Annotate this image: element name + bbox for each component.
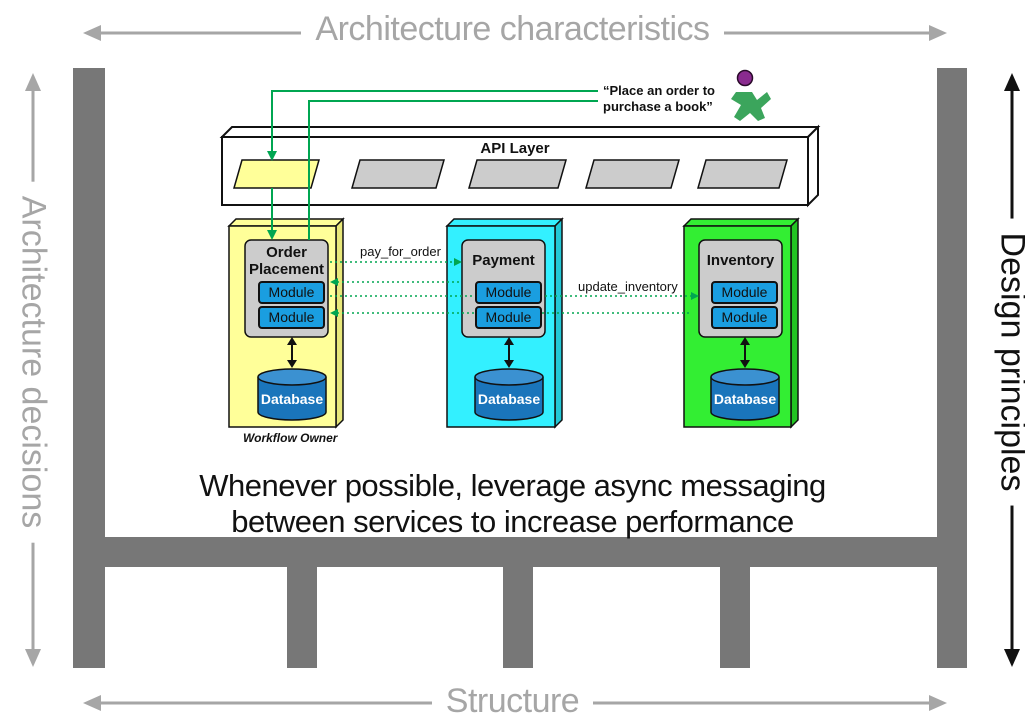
payment-title: Payment (462, 252, 545, 269)
database-label: Database (475, 391, 543, 407)
module-box: Module (258, 306, 325, 329)
customer-quote: “Place an order to purchase a book” (603, 83, 715, 115)
pay-for-order-label: pay_for_order (360, 244, 441, 259)
order-placement-title: Order Placement (245, 244, 328, 278)
floor-beam (73, 537, 967, 567)
module-box: Module (475, 306, 542, 329)
database-label: Database (258, 391, 326, 407)
module-box: Module (711, 306, 778, 329)
api-layer-label: API Layer (222, 140, 808, 157)
right-pillar (937, 68, 967, 668)
inventory-title: Inventory (699, 252, 782, 269)
workflow-owner-label: Workflow Owner (243, 431, 337, 445)
update-inventory-label: update_inventory (578, 279, 678, 294)
left-pillar (73, 68, 105, 668)
api-endpoint (698, 160, 787, 188)
api-endpoint (352, 160, 444, 188)
design-principles-label: Design principles (993, 219, 1025, 506)
module-box: Module (258, 281, 325, 304)
architecture-characteristics-label: Architecture characteristics (0, 10, 1025, 49)
quote-line: “Place an order to (603, 83, 715, 99)
api-endpoint (586, 160, 679, 188)
structure-label: Structure (0, 682, 1025, 721)
quote-line: purchase a book” (603, 99, 715, 115)
database-label: Database (711, 391, 779, 407)
design-principle-statement: Whenever possible, leverage async messag… (0, 468, 1025, 540)
api-endpoint (469, 160, 566, 188)
module-box: Module (711, 281, 778, 304)
foundation-post (720, 567, 750, 668)
foundation-post (503, 567, 533, 668)
person-icon (731, 71, 771, 122)
module-box: Module (475, 281, 542, 304)
foundation-post (287, 567, 317, 668)
api-endpoint-order (234, 160, 319, 188)
